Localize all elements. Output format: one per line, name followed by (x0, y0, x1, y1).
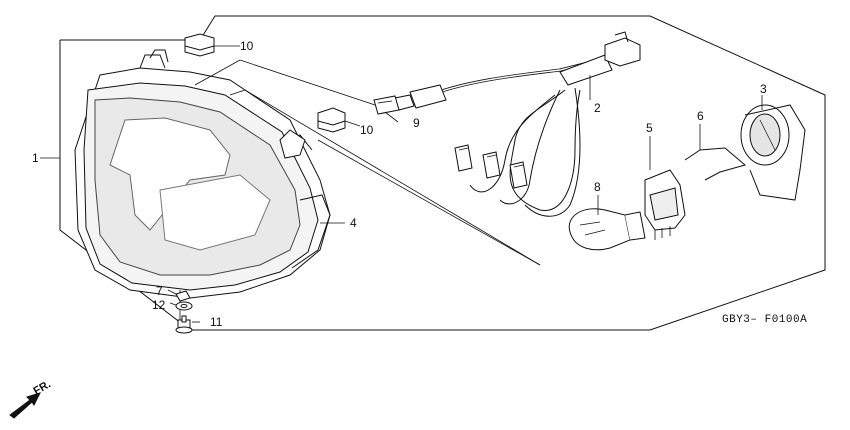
callout-2: 2 (594, 101, 601, 115)
direction-label: FR. (32, 378, 53, 397)
callout-4: 4 (350, 216, 357, 230)
callout-9: 9 (413, 116, 420, 130)
fasteners (175, 290, 193, 334)
position-bulb-socket (373, 84, 447, 115)
socket-bracket (644, 169, 686, 240)
clip-10a (184, 33, 215, 57)
callout-11: 11 (210, 315, 223, 329)
callout-10-top: 10 (240, 39, 254, 53)
callout-labels: 1 2 3 4 5 6 7 8 9 10 10 11 12 (32, 39, 767, 329)
figure-code: GBY3– F0100A (722, 314, 807, 326)
callout-12: 12 (152, 298, 166, 312)
callout-3: 3 (760, 82, 767, 96)
headlight-bulb (568, 208, 646, 251)
wire-harness (429, 31, 641, 217)
dust-cover (740, 104, 806, 201)
callout-7: 7 (156, 284, 163, 298)
clip-10b (317, 107, 346, 133)
callout-leaders (167, 75, 763, 323)
harness-connectors (454, 144, 528, 189)
spring-clip (684, 147, 747, 181)
callout-6: 6 (697, 109, 704, 123)
front-direction-arrow: FR. (9, 378, 53, 419)
callout-8: 8 (594, 180, 601, 194)
callout-1: 1 (32, 151, 39, 165)
callout-10-mid: 10 (360, 123, 374, 137)
headlight-unit (74, 49, 331, 299)
callout-5: 5 (646, 121, 653, 135)
